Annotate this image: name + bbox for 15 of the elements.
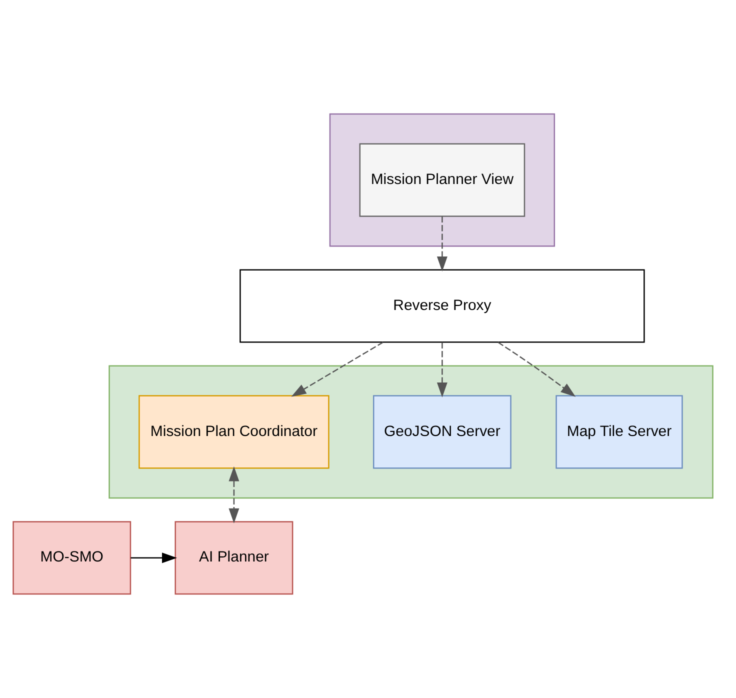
node-box: MO-SMO xyxy=(12,521,132,595)
arrow xyxy=(130,552,177,564)
node-box: Mission Plan Coordinator xyxy=(138,395,330,469)
arrow xyxy=(436,342,448,398)
arrow xyxy=(228,466,240,524)
node-box: AI Planner xyxy=(174,521,294,595)
cluster xyxy=(108,365,714,499)
node-box: Map Tile Server xyxy=(556,395,683,469)
arrow xyxy=(498,342,576,397)
node-box: Reverse Proxy xyxy=(240,269,645,343)
node-box: Mission Planner View xyxy=(359,143,526,217)
arrow xyxy=(291,342,384,397)
arrow xyxy=(436,216,448,272)
cluster xyxy=(329,113,556,247)
node-box: GeoJSON Server xyxy=(372,395,512,469)
